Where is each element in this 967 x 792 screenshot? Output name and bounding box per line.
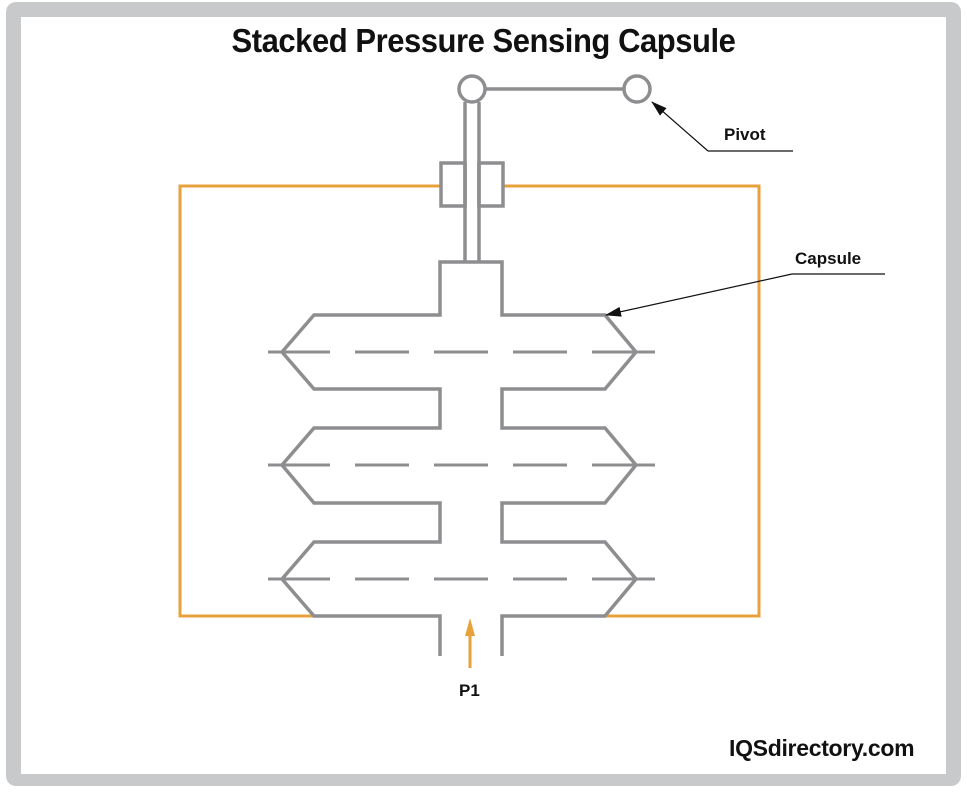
housing-top-right [503, 184, 761, 618]
pivot-leader [651, 101, 793, 152]
pivot-point [622, 74, 652, 104]
pivot-label: Pivot [724, 125, 766, 144]
lever-joint [457, 74, 487, 104]
inlet-pressure-label: P1 [459, 681, 480, 700]
watermark: IQSdirectory.com [729, 735, 915, 761]
capsule-centerlines [268, 350, 655, 581]
diagram-title: Stacked Pressure Sensing Capsule [231, 22, 736, 59]
housing [178, 184, 761, 618]
seal-right [477, 161, 505, 208]
capsule-label: Capsule [795, 249, 862, 268]
mechanism [268, 74, 655, 656]
pressure-arrow [465, 618, 475, 668]
capsule-stack-outline-right [471, 260, 639, 656]
diagram-canvas [21, 17, 946, 774]
housing-top-left [178, 184, 441, 618]
seal-left [439, 161, 467, 208]
capsule-leader [605, 273, 885, 317]
capsule-stack-outline-left [279, 260, 471, 656]
pressure-arrowhead [465, 618, 475, 636]
